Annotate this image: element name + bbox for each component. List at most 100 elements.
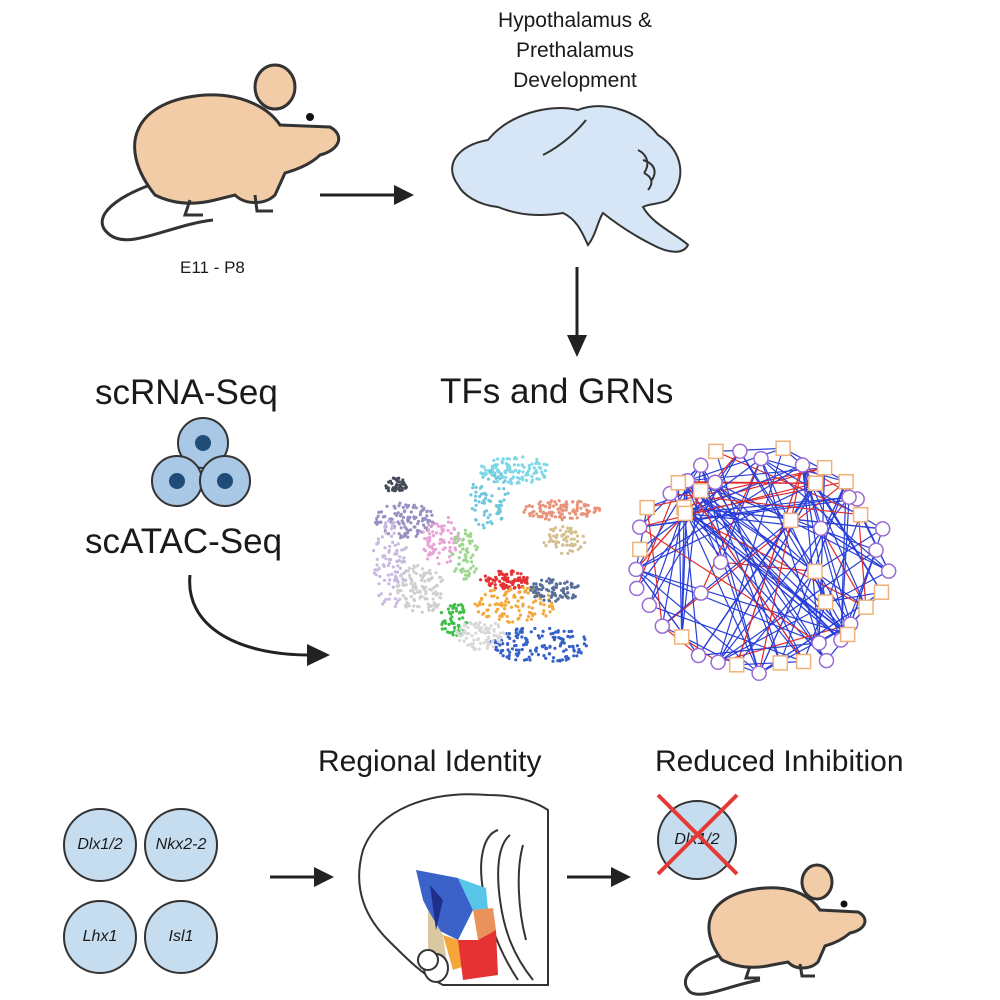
- umap-point: [450, 615, 454, 619]
- umap-point: [516, 571, 520, 575]
- umap-point: [432, 585, 436, 590]
- umap-point: [474, 567, 478, 571]
- grn-circle-node: [654, 618, 671, 634]
- umap-point: [554, 536, 558, 540]
- umap-point: [377, 510, 381, 514]
- umap-point: [512, 463, 516, 467]
- umap-point: [593, 506, 597, 510]
- umap-point: [488, 603, 492, 607]
- umap-point: [489, 520, 493, 524]
- umap-point: [516, 599, 520, 603]
- umap-point: [477, 628, 481, 632]
- umap-point: [451, 606, 455, 610]
- umap-point: [474, 548, 478, 552]
- umap-point: [565, 586, 569, 590]
- umap-point: [524, 505, 528, 509]
- grn-edge: [803, 514, 862, 662]
- umap-point: [438, 541, 442, 545]
- umap-point: [400, 519, 404, 523]
- umap-point: [526, 591, 530, 595]
- umap-point: [471, 564, 475, 568]
- umap-point: [529, 617, 534, 621]
- umap-point: [446, 630, 450, 634]
- umap-point: [573, 594, 577, 599]
- umap-point: [561, 543, 565, 547]
- umap-point: [459, 627, 463, 631]
- umap-point: [530, 474, 534, 478]
- umap-point: [392, 531, 396, 535]
- umap-point: [501, 631, 506, 635]
- umap-point: [506, 586, 510, 590]
- umap-point: [483, 631, 487, 635]
- umap-point: [439, 596, 443, 600]
- grn-square-node: [639, 499, 655, 516]
- umap-point: [499, 651, 503, 655]
- grn-edge: [758, 464, 804, 674]
- arrow-right-icon: [320, 185, 414, 205]
- umap-point: [428, 519, 432, 523]
- umap-point: [452, 621, 456, 625]
- umap-point: [383, 524, 387, 529]
- umap-point: [535, 646, 539, 650]
- umap-point: [575, 516, 579, 520]
- grn-square-node: [816, 459, 833, 476]
- umap-point: [514, 648, 518, 652]
- umap-point: [479, 626, 483, 630]
- umap-point: [454, 606, 458, 610]
- umap-point: [492, 633, 496, 637]
- umap-point: [399, 514, 403, 518]
- umap-point: [573, 585, 577, 590]
- tf-label: Isl1: [168, 928, 194, 945]
- umap-point: [394, 486, 398, 490]
- umap-point: [496, 596, 500, 600]
- umap-point: [566, 551, 570, 556]
- umap-point: [495, 504, 499, 508]
- umap-point: [425, 510, 429, 514]
- umap-point: [576, 584, 580, 588]
- umap-point: [516, 579, 521, 583]
- umap-point: [375, 520, 379, 524]
- umap-point: [482, 513, 486, 517]
- umap-point: [472, 638, 476, 642]
- umap-point: [495, 479, 499, 484]
- umap-plot: [372, 455, 602, 663]
- umap-point: [497, 487, 501, 491]
- umap-point: [541, 612, 545, 616]
- grn-circle-node: [710, 654, 726, 671]
- umap-point: [390, 481, 394, 486]
- umap-point: [427, 608, 431, 612]
- umap-point: [432, 542, 436, 546]
- umap-point: [558, 581, 562, 586]
- umap-point: [560, 637, 564, 641]
- umap-point: [490, 494, 494, 498]
- umap-point: [469, 566, 473, 571]
- umap-point: [421, 530, 425, 534]
- umap-point: [564, 648, 568, 652]
- umap-point: [542, 462, 546, 466]
- umap-point: [517, 586, 521, 590]
- umap-point: [401, 478, 405, 482]
- umap-point: [551, 539, 555, 543]
- umap-point: [549, 513, 553, 517]
- umap-point: [554, 599, 558, 603]
- umap-point: [525, 581, 529, 585]
- umap-point: [398, 501, 402, 505]
- grn-circle-node: [690, 647, 707, 664]
- umap-point: [558, 594, 562, 598]
- umap-point: [377, 566, 381, 571]
- umap-point: [474, 518, 478, 522]
- umap-point: [485, 615, 489, 619]
- umap-point: [511, 581, 515, 585]
- umap-point: [439, 537, 443, 542]
- umap-point: [510, 572, 514, 576]
- umap-point: [548, 645, 552, 649]
- umap-point: [481, 612, 485, 616]
- umap-point: [480, 485, 484, 489]
- grn-edge: [700, 490, 827, 661]
- umap-point: [464, 636, 468, 640]
- umap-point: [566, 526, 570, 530]
- umap-point: [566, 634, 570, 638]
- umap-point: [528, 514, 532, 518]
- umap-point: [435, 583, 439, 588]
- umap-point: [502, 498, 506, 502]
